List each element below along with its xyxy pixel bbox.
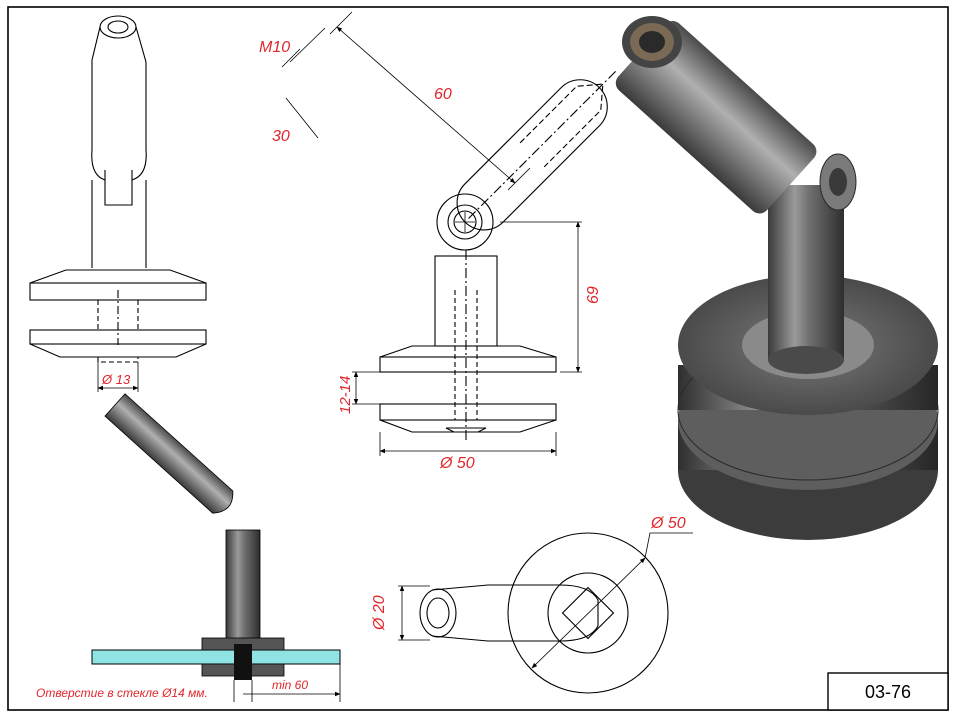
dim-arm-diameter: Ø 20 (371, 595, 388, 631)
glass-hole-note: Отверстие в стекле Ø14 мм. (36, 686, 208, 700)
glass-panel (91, 649, 341, 665)
dim-pin-diameter: Ø 13 (101, 372, 131, 387)
render-3d (615, 16, 939, 540)
dim-thread-depth: 30 (272, 128, 290, 145)
drawing-frame (7, 6, 949, 711)
dim-thread: M10 (259, 39, 290, 56)
dim-min-distance: min 60 (272, 678, 308, 692)
dim-base-diameter-front: Ø 50 (439, 455, 475, 472)
front-view-left (29, 15, 207, 392)
dim-glass-thickness: 12-14 (337, 376, 354, 414)
dim-arm-length: 60 (434, 86, 452, 103)
top-view (398, 532, 693, 694)
side-view-center (281, 11, 618, 456)
article-code: 03-76 (865, 682, 911, 702)
dim-base-diameter-top: Ø 50 (650, 515, 686, 532)
title-block (827, 672, 949, 711)
dim-height: 69 (585, 286, 602, 304)
installation-view (91, 393, 341, 702)
